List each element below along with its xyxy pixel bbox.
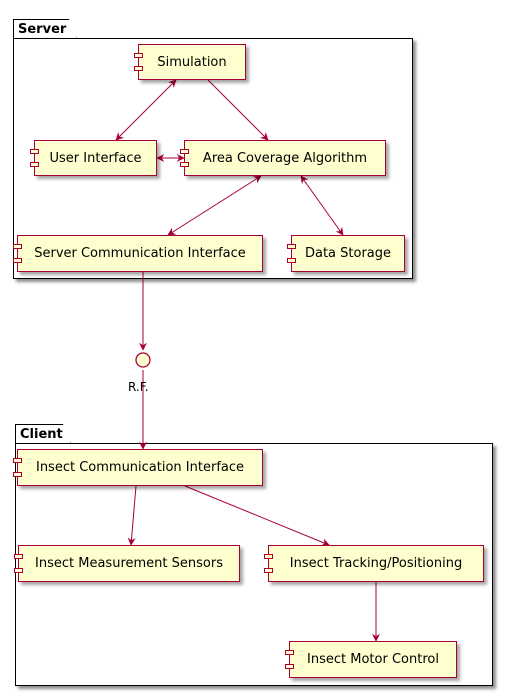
server-package-tab: Server: [13, 19, 77, 39]
component-label: User Interface: [49, 150, 142, 166]
component-insect-motor-control: Insect Motor Control: [285, 641, 457, 678]
component-label: Insect Communication Interface: [35, 460, 245, 475]
component-label: Insect Motor Control: [307, 652, 439, 667]
component-data-storage: Data Storage: [287, 235, 405, 272]
component-insect-communication-interface: Insect Communication Interface: [13, 449, 263, 486]
arrow-area-coverage-data-storage: [300, 175, 344, 236]
component-label: Insect Tracking/Positioning: [289, 556, 463, 571]
component-label: Insect Measurement Sensors: [35, 556, 223, 571]
arrow-simulation-area-coverage: [207, 79, 269, 141]
component-label: Data Storage: [304, 246, 392, 261]
client-package-tab: Client: [15, 424, 71, 444]
rf-interface-label: R.F.: [128, 380, 149, 394]
arrow-area-coverage-server-comm: [167, 175, 262, 236]
arrow-insect-comm-tracking: [184, 485, 330, 546]
component-label: Server Communication Interface: [34, 246, 246, 261]
component-insect-tracking-positioning: Insect Tracking/Positioning: [264, 545, 484, 582]
component-area-coverage-algorithm: Area Coverage Algorithm: [180, 140, 386, 176]
component-label: Area Coverage Algorithm: [202, 150, 368, 166]
component-insect-measurement-sensors: Insect Measurement Sensors: [14, 545, 240, 582]
arrow-insect-comm-sensors: [127, 485, 137, 546]
component-user-interface: User Interface: [30, 140, 157, 176]
arrow-simulation-user-interface: [115, 79, 177, 141]
rf-interface-circle: [135, 352, 151, 368]
component-label: Simulation: [157, 54, 227, 70]
component-server-communication-interface: Server Communication Interface: [13, 235, 263, 272]
component-simulation: Simulation: [134, 44, 246, 80]
